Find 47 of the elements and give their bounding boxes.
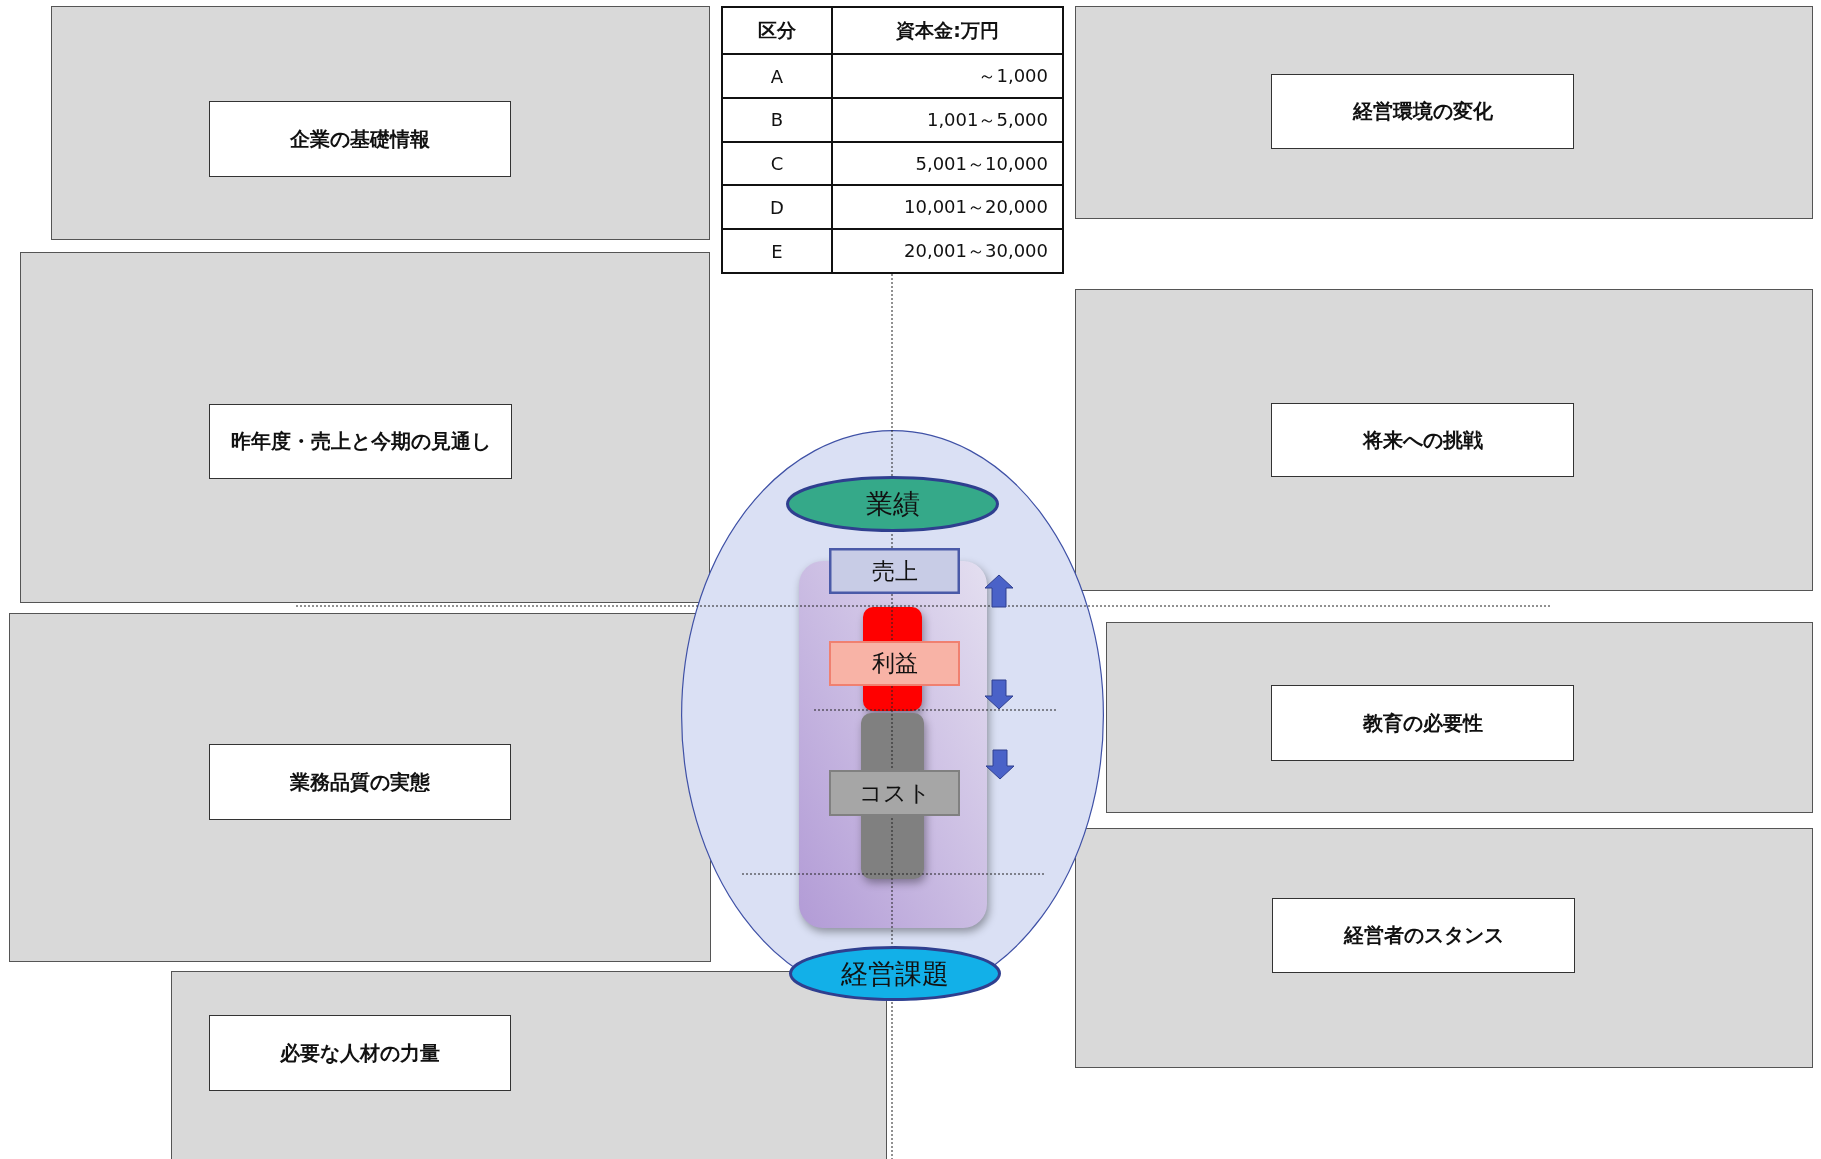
table-cell: C bbox=[722, 141, 832, 186]
result-ellipse bbox=[786, 476, 999, 532]
rounded-panel bbox=[799, 561, 987, 928]
table-cell: 20,001～30,000 bbox=[832, 229, 1063, 273]
box-label: 昨年度・売上と今期の見通し bbox=[230, 428, 491, 455]
box-label: 利益 bbox=[871, 649, 918, 678]
cost-box bbox=[829, 770, 960, 816]
box-label: 業績 bbox=[865, 487, 920, 521]
table-cell: 1,001～5,000 bbox=[832, 97, 1063, 142]
table-cell: 区分 bbox=[722, 7, 832, 55]
table-cell: 10,001～20,000 bbox=[832, 185, 1063, 230]
panel-background bbox=[20, 252, 710, 603]
box-label: 必要な人材の力量 bbox=[280, 1039, 440, 1067]
box-label: 将来への挑戦 bbox=[1362, 426, 1483, 454]
title-box bbox=[1271, 403, 1574, 477]
title-box bbox=[209, 404, 512, 479]
box-label: 企業の基礎情報 bbox=[290, 125, 430, 153]
panel-background bbox=[1075, 6, 1813, 219]
box-label: 業務品質の実態 bbox=[290, 768, 430, 796]
panel-background bbox=[1075, 289, 1813, 591]
panel-background bbox=[1075, 828, 1813, 1068]
title-box bbox=[1271, 74, 1574, 149]
ellipse-background bbox=[681, 430, 1104, 1001]
table-cell: D bbox=[722, 185, 832, 230]
panel-background bbox=[1106, 622, 1813, 813]
profit-box bbox=[829, 641, 960, 686]
table-cell: 5,001～10,000 bbox=[832, 141, 1063, 186]
box-label: 経営環境の変化 bbox=[1352, 98, 1493, 125]
sales-box bbox=[829, 548, 960, 594]
panel-background bbox=[51, 6, 710, 240]
table-cell: B bbox=[722, 97, 832, 142]
box-label: 経営課題 bbox=[841, 956, 949, 991]
box-label: 教育の必要性 bbox=[1362, 709, 1483, 737]
table-cell: 資本金:万円 bbox=[832, 7, 1063, 55]
panel-background bbox=[9, 613, 711, 962]
table-cell: ～1,000 bbox=[832, 54, 1063, 98]
title-box bbox=[209, 101, 511, 177]
title-box bbox=[209, 744, 511, 820]
title-box bbox=[1271, 685, 1574, 761]
title-box bbox=[1272, 898, 1575, 973]
box-label: コスト bbox=[858, 778, 931, 808]
table-cell: E bbox=[722, 229, 832, 273]
table-cell: A bbox=[722, 54, 832, 98]
title-box bbox=[209, 1015, 511, 1091]
box-label: 売上 bbox=[871, 556, 918, 586]
box-label: 経営者のスタンス bbox=[1343, 922, 1504, 949]
issue-ellipse bbox=[789, 946, 1001, 1001]
